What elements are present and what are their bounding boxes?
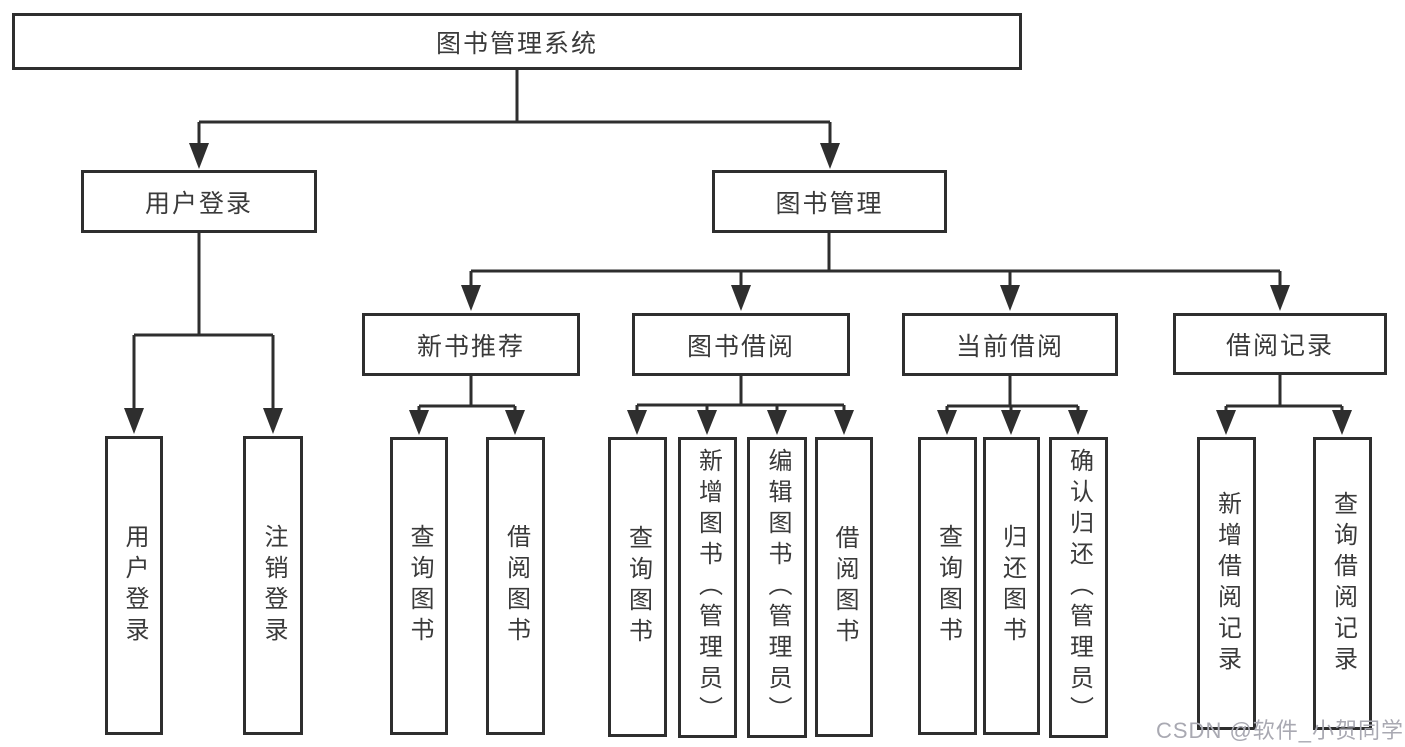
connector-borrow-records-children	[1216, 375, 1352, 435]
connector-root-to-level2	[189, 70, 840, 169]
leaf-records-add-record: 新增借阅记录	[1197, 437, 1256, 730]
node-library-management-system: 图书管理系统	[12, 13, 1022, 70]
node-book-borrow: 图书借阅	[632, 313, 850, 376]
node-user-login: 用户登录	[81, 170, 317, 233]
leaf-borrow-add-books-admin: 新增图书（管理员）	[678, 437, 737, 738]
leaf-borrow-edit-books-admin: 编辑图书（管理员）	[747, 437, 807, 738]
leaf-user-login: 用户登录	[105, 436, 163, 735]
node-book-management: 图书管理	[712, 170, 947, 233]
connector-new-book-rec-children	[409, 376, 525, 435]
leaf-current-return-books: 归还图书	[983, 437, 1040, 735]
leaf-current-query-books: 查询图书	[918, 437, 977, 735]
leaf-rec-query-books: 查询图书	[390, 437, 448, 735]
csdn-watermark: CSDN @软件_小贺同学	[1156, 718, 1405, 743]
node-current-borrow: 当前借阅	[902, 313, 1118, 376]
leaf-records-query-record: 查询借阅记录	[1313, 437, 1372, 730]
connector-book-management-children	[461, 233, 1290, 311]
connector-current-borrow-children	[937, 376, 1088, 435]
leaf-rec-borrow-books: 借阅图书	[486, 437, 545, 735]
leaf-current-confirm-return-admin: 确认归还（管理员）	[1049, 437, 1108, 738]
leaf-borrow-borrow-books: 借阅图书	[815, 437, 873, 737]
connector-book-borrow-children	[627, 376, 854, 435]
node-new-book-recommend: 新书推荐	[362, 313, 580, 376]
leaf-logout: 注销登录	[243, 436, 303, 735]
connector-user-login-children	[124, 233, 283, 434]
node-borrow-records: 借阅记录	[1173, 313, 1387, 375]
leaf-borrow-query-books: 查询图书	[608, 437, 667, 737]
